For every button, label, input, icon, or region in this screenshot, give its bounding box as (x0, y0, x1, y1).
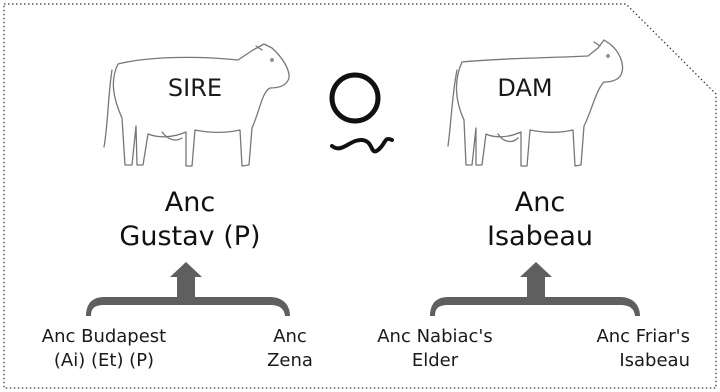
gp-sire-sire-line1: Anc Budapest (41, 326, 167, 347)
gp-dam-dam-line2: Isabeau (619, 350, 690, 371)
dam-name: Anc Isabeau (455, 186, 625, 254)
sire-name-line1: Anc (164, 187, 216, 218)
dam-name-line2: Isabeau (487, 221, 593, 252)
dam-bracket-arrow (430, 262, 640, 316)
gp-sire-dam-line2: Zena (267, 350, 313, 371)
sire-name: Anc Gustav (P) (105, 186, 275, 254)
grandparent-dam-dam: Anc Friar's Isabeau (570, 325, 690, 373)
dam-label: DAM (497, 74, 553, 102)
grandparent-dam-sire: Anc Nabiac's Elder (370, 325, 500, 373)
gp-dam-sire-line1: Anc Nabiac's (377, 326, 493, 347)
gp-dam-dam-line1: Anc Friar's (596, 326, 690, 347)
grandparent-sire-dam: Anc Zena (255, 325, 325, 373)
gp-sire-dam-line1: Anc (273, 326, 307, 347)
sire-cow-illustration (103, 43, 290, 167)
sire-name-line2: Gustav (P) (119, 221, 261, 252)
sire-bracket-arrow (86, 262, 290, 316)
gp-sire-sire-line2: (Ai) (Et) (P) (53, 350, 155, 371)
dam-cow-illustration (447, 39, 624, 167)
sire-label: SIRE (167, 74, 223, 102)
gp-dam-sire-line2: Elder (411, 350, 459, 371)
dam-name-line1: Anc (514, 187, 566, 218)
polled-symbol-icon (329, 72, 394, 154)
card-frame (3, 3, 717, 389)
grandparent-sire-sire: Anc Budapest (Ai) (Et) (P) (34, 325, 174, 373)
